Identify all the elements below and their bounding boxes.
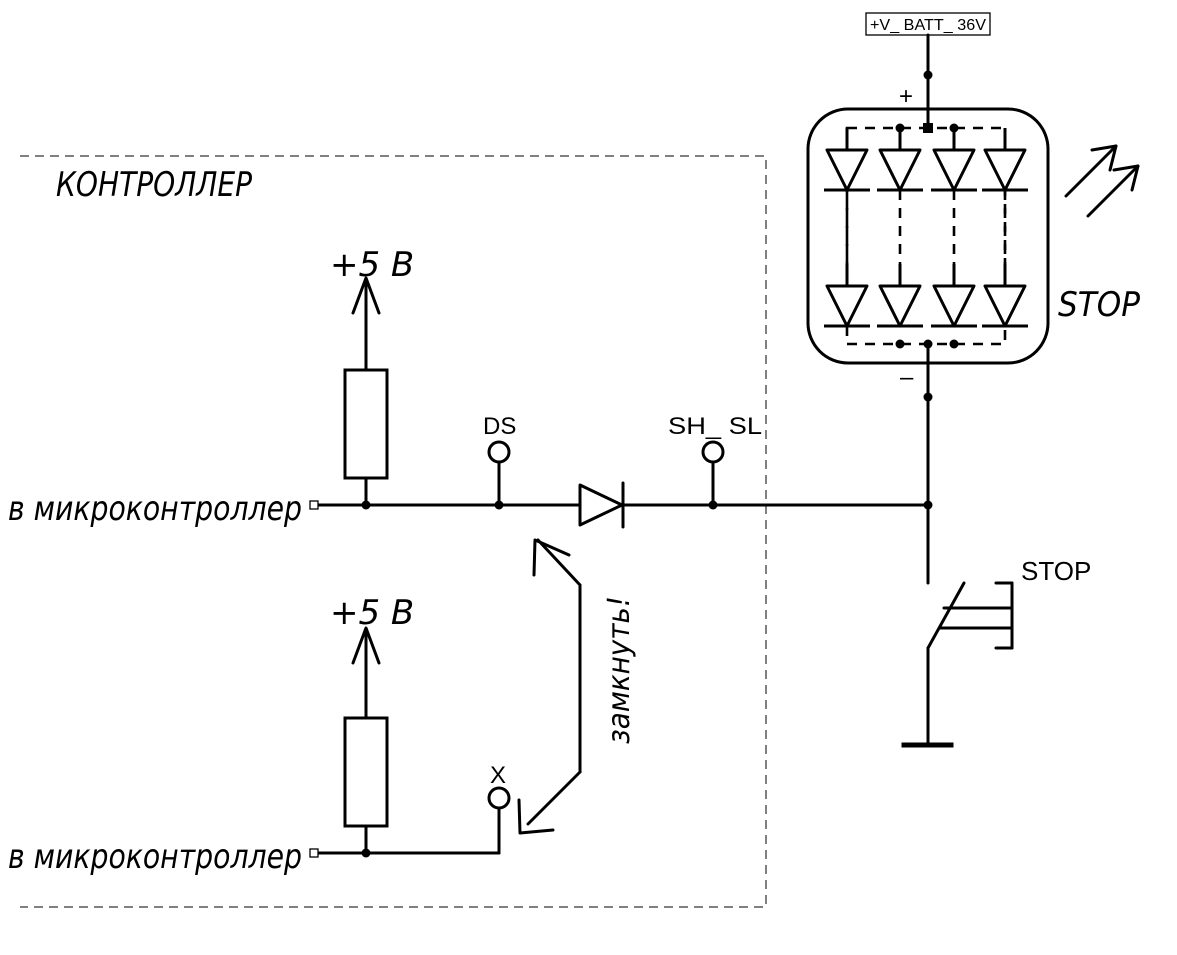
led-diode xyxy=(877,264,923,328)
led-top-node xyxy=(923,123,933,133)
junction-dot xyxy=(923,70,933,80)
close-jumper-arrow xyxy=(517,538,582,835)
stop-switch xyxy=(926,581,1014,747)
led-diode xyxy=(982,264,1028,328)
test-point-ds-label: DS xyxy=(483,413,516,440)
input-terminal-top xyxy=(309,500,319,510)
led-diode xyxy=(877,128,923,192)
input-label-bottom: в микроконтроллер xyxy=(8,837,302,877)
supply-arrow-bottom xyxy=(351,626,381,720)
supply-label-top: +5 В xyxy=(330,245,414,285)
junction-dot xyxy=(923,392,933,402)
test-point-ds xyxy=(487,440,511,507)
controller-label: КОНТРОЛЛЕР xyxy=(56,165,252,205)
test-point-sh-sl xyxy=(701,440,725,507)
test-point-sh-sl-label: SH_ SL xyxy=(668,413,762,440)
led-array xyxy=(824,128,1028,328)
led-diode xyxy=(824,128,870,192)
signal-line-bottom xyxy=(316,806,501,855)
battery-label: +V_ BATT_ 36V xyxy=(870,17,986,34)
test-point-x xyxy=(487,786,511,810)
series-diode xyxy=(578,481,625,529)
light-emission-arrows xyxy=(1064,144,1140,218)
resistor-top xyxy=(343,368,389,480)
junction-dot xyxy=(949,123,959,133)
led-diode xyxy=(824,264,870,328)
junction-dot xyxy=(949,339,959,349)
led-plus-label: + xyxy=(899,83,913,110)
input-terminal-bottom xyxy=(309,848,319,858)
junction-dot xyxy=(361,848,371,858)
led-diode xyxy=(931,264,977,328)
stop-switch-label: STOP xyxy=(1021,556,1091,586)
supply-arrow-top xyxy=(351,276,381,372)
close-annotation: замкнуть! xyxy=(602,596,637,744)
junction-dot xyxy=(895,123,905,133)
junction-dot xyxy=(895,339,905,349)
led-block-label: STOP xyxy=(1058,285,1140,325)
led-diode xyxy=(931,128,977,192)
input-label-top: в микроконтроллер xyxy=(8,489,302,529)
supply-label-bottom: +5 В xyxy=(330,593,414,633)
junction-dot xyxy=(361,500,371,510)
resistor-bottom xyxy=(343,716,389,828)
test-point-x-label: X xyxy=(490,762,506,789)
led-block-dashed-frame xyxy=(845,126,1007,346)
led-minus-label: – xyxy=(900,364,914,391)
led-diode xyxy=(982,128,1028,192)
